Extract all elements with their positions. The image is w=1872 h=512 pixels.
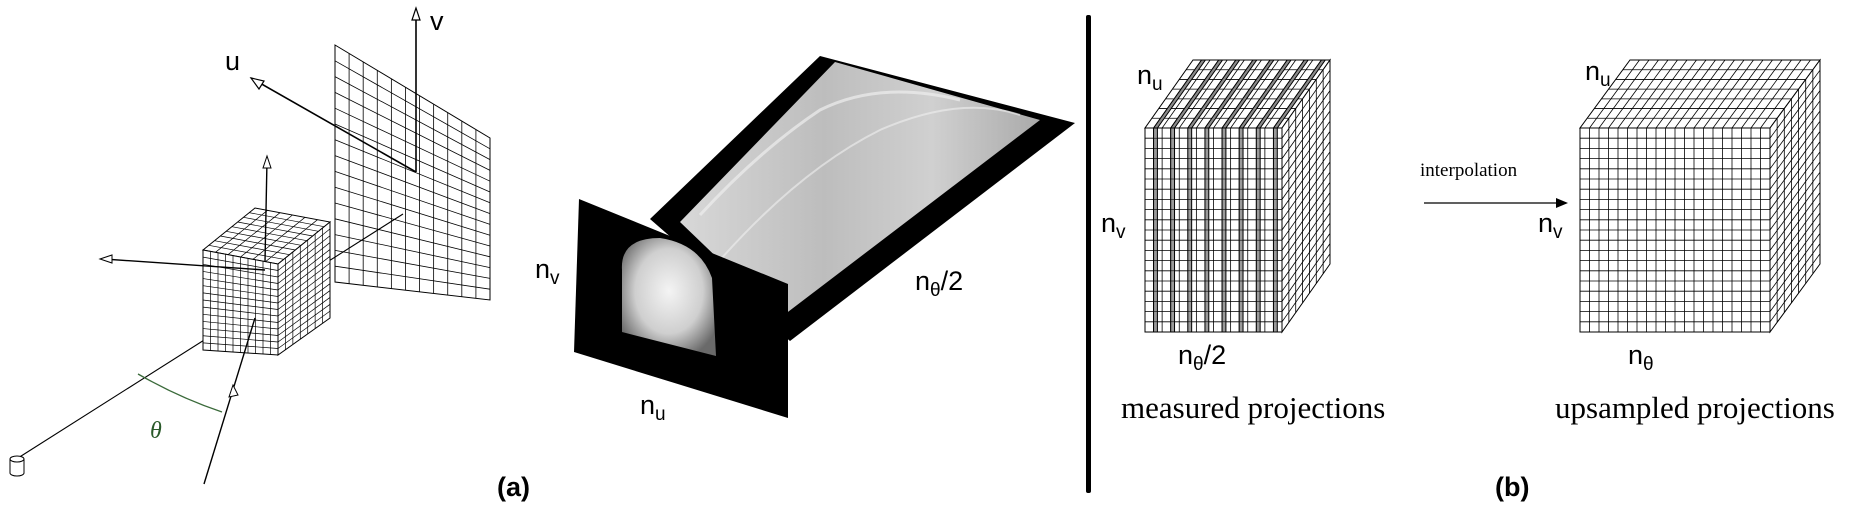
v-axis-arrowhead (411, 6, 421, 21)
sinogram-image (680, 62, 1040, 318)
u-label: u (225, 46, 240, 76)
cube-left-axis (103, 258, 266, 271)
u-axis (250, 77, 417, 173)
upsampled-nv-label: nv (1538, 208, 1563, 243)
panel-a-caption: (a) (497, 472, 530, 502)
sinogram-nv-label: nv (535, 254, 560, 289)
measured-projections-cube (1144, 58, 1331, 334)
measured-nu-label: nu (1137, 60, 1163, 95)
cube-vertical-arrowhead (262, 154, 272, 169)
sinogram-stack: nv nu nθ/2 (535, 56, 1075, 425)
measured-ntheta-label: nθ/2 (1178, 340, 1226, 375)
upsampled-ntheta-label: nθ (1628, 340, 1654, 375)
detector-grid (334, 44, 491, 301)
v-label: v (430, 6, 444, 36)
panel-divider (1086, 15, 1091, 493)
voxel-cube (201, 207, 332, 356)
cube-vertical-axis (264, 159, 268, 263)
sinogram-trace-2 (719, 106, 1021, 261)
upsampled-projections-cube (1579, 58, 1821, 334)
interpolation-label: interpolation (1420, 160, 1518, 181)
rotation-axis-arrowhead (228, 383, 239, 398)
upsampled-nu-label: nu (1585, 56, 1611, 91)
theta-arc (137, 373, 223, 413)
measured-nv-label: nv (1101, 208, 1126, 243)
upsampled-caption: upsampled projections (1555, 390, 1835, 425)
rotation-axis (203, 317, 256, 485)
source-icon (9, 455, 25, 477)
measured-caption: measured projections (1121, 390, 1385, 425)
projection-image (621, 238, 716, 356)
sinogram-ntheta-label: nθ/2 (915, 266, 963, 301)
sinogram-trace (698, 90, 961, 217)
u-axis-arrowhead (249, 77, 265, 91)
interpolation-arrowhead (1556, 198, 1568, 208)
geometry-diagram: θ u v (9, 6, 491, 485)
panel-b-caption: (b) (1495, 472, 1529, 502)
cube-left-arrowhead (98, 254, 113, 264)
theta-label: θ (150, 418, 162, 444)
sinogram-nu-label: nu (640, 390, 666, 425)
